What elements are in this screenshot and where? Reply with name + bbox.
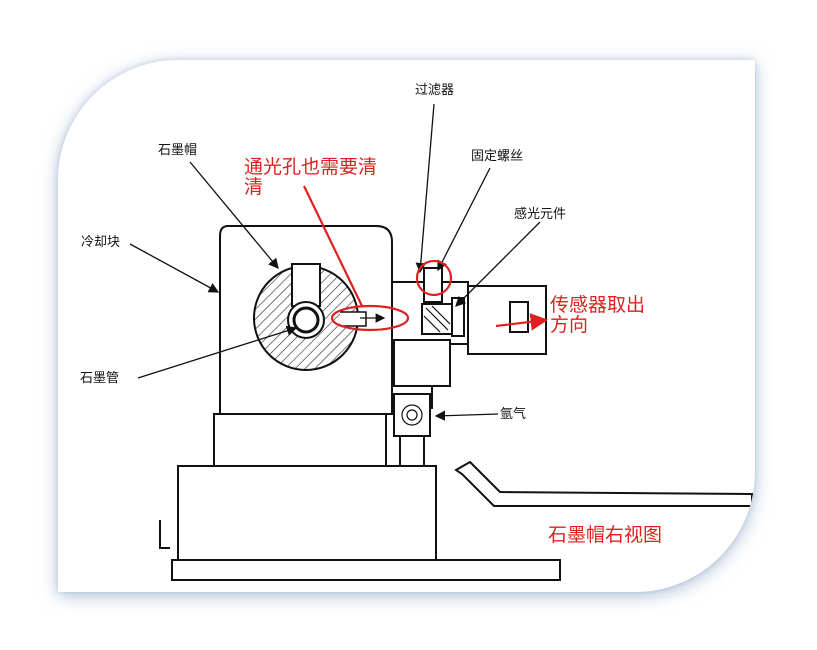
annotation-sensor-removal: 传感器取出 方向 bbox=[550, 294, 646, 336]
annotation-sensor-removal-line1: 传感器取出 bbox=[550, 294, 646, 316]
leader-cooling-block bbox=[129, 243, 220, 293]
label-argon: 氩气 bbox=[500, 407, 527, 422]
leader-filter bbox=[415, 103, 435, 274]
fixing-screw-body bbox=[423, 267, 443, 303]
right-bracket bbox=[454, 460, 753, 507]
leader-photosensor bbox=[455, 221, 541, 307]
sensor-housing bbox=[467, 285, 547, 355]
sensor-tab bbox=[509, 301, 529, 333]
screw-highlight bbox=[415, 259, 453, 297]
label-filter: 过滤器 bbox=[415, 83, 455, 98]
annotation-sensor-removal-line2: 方向 bbox=[550, 313, 589, 336]
middle-block bbox=[213, 413, 387, 467]
annotation-light-hole-line2: 清 bbox=[244, 175, 264, 198]
leader-fixing-screw bbox=[437, 167, 491, 272]
label-fixing-screw: 固定螺丝 bbox=[471, 149, 524, 164]
diagram-frame: 石墨帽 冷却块 石墨管 过滤器 固定螺丝 感光元件 氩气 通光孔也需要清 清 传… bbox=[58, 60, 755, 592]
diagram-caption: 石墨帽右视图 bbox=[548, 524, 663, 546]
left-hook bbox=[159, 520, 170, 549]
base-plate bbox=[171, 559, 561, 581]
leader-graphite-cap bbox=[189, 161, 279, 270]
leader-graphite-tube bbox=[137, 325, 298, 379]
argon-fitting bbox=[393, 393, 431, 437]
light-hole-highlight bbox=[330, 304, 410, 332]
annotation-light-hole: 通光孔也需要清 清 bbox=[244, 156, 378, 198]
label-graphite-cap: 石墨帽 bbox=[158, 143, 198, 158]
argon-stem bbox=[399, 435, 425, 467]
label-graphite-tube: 石墨管 bbox=[80, 371, 120, 386]
graphite-cap-side-view-drawing bbox=[129, 103, 753, 581]
lower-housing bbox=[177, 465, 437, 561]
annotation-light-hole-line1: 通光孔也需要清 bbox=[244, 156, 378, 178]
label-cooling-block: 冷却块 bbox=[81, 235, 121, 250]
removal-arrow bbox=[495, 313, 549, 331]
argon-block bbox=[393, 339, 451, 387]
leader-argon bbox=[434, 410, 499, 421]
label-photosensor: 感光元件 bbox=[514, 207, 567, 222]
light-hole-leader bbox=[303, 185, 363, 307]
